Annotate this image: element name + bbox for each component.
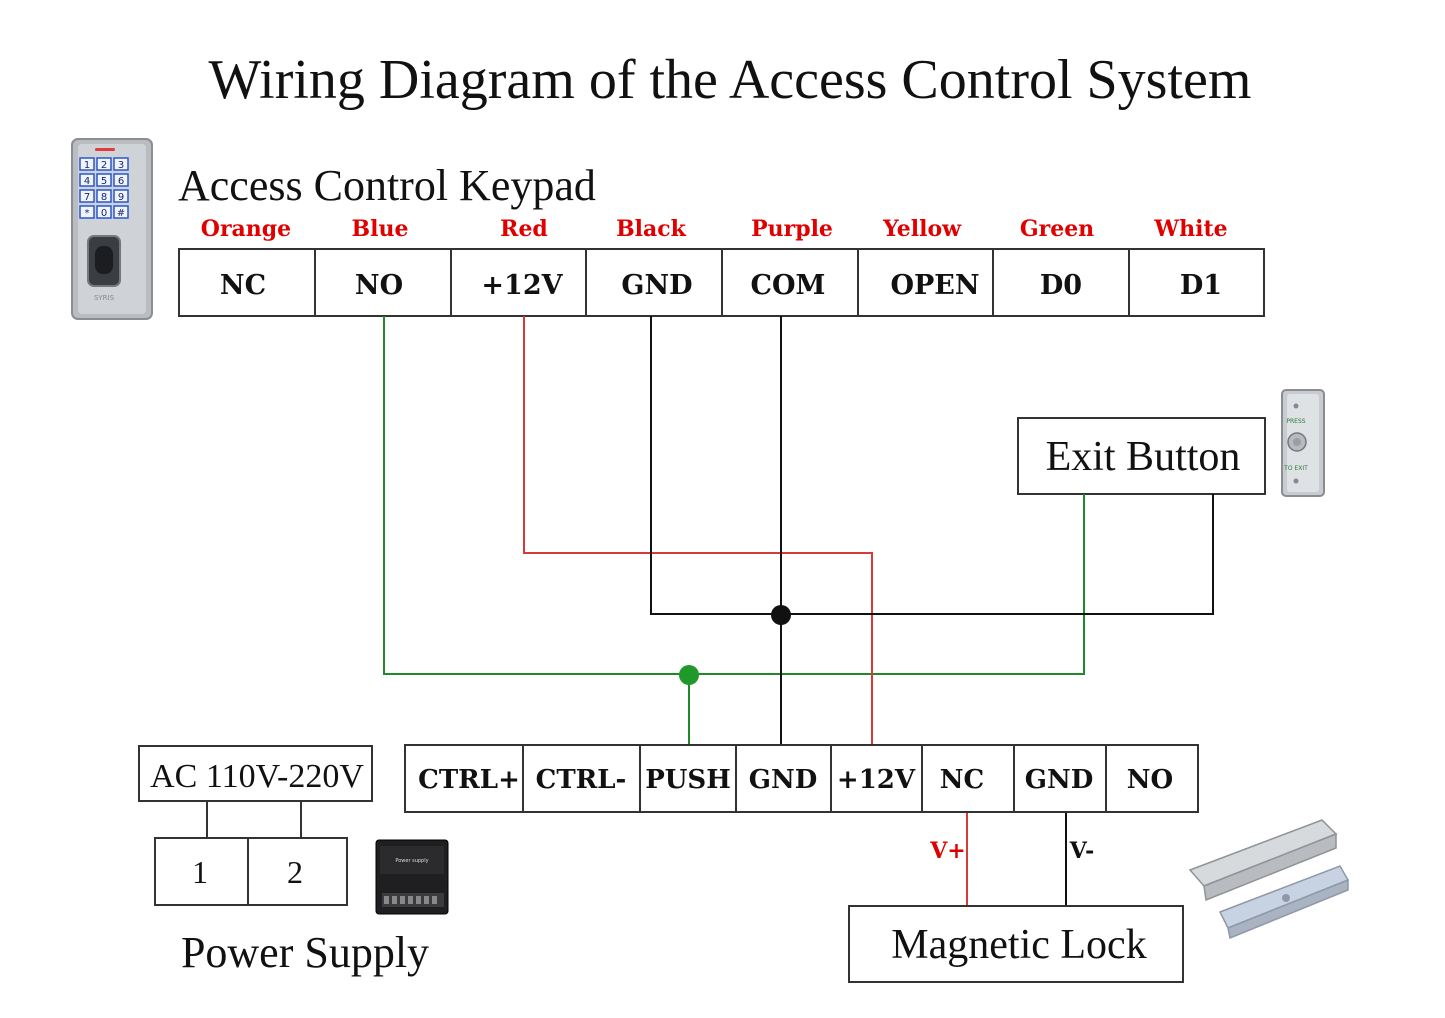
wire-color-purple: Purple xyxy=(751,216,833,242)
power-supply-device-image: Power supply xyxy=(375,839,449,915)
controller-terminal-ctrl-plus: CTRL+ xyxy=(418,765,520,795)
key-6: 6 xyxy=(118,176,124,187)
controller-terminal-gnd-2: GND xyxy=(1025,765,1094,795)
wire-red-12v xyxy=(523,316,873,745)
wires xyxy=(206,316,1214,906)
controller-terminal-gnd: GND xyxy=(749,765,818,795)
power-output-1: 1 xyxy=(192,854,208,890)
wire-color-black: Black xyxy=(616,216,687,242)
ac-input-box: AC 110V-220V xyxy=(138,745,373,802)
keypad-label: Access Control Keypad xyxy=(178,161,596,210)
magnetic-lock-device-image xyxy=(1188,819,1350,940)
exit-button-label: Exit Button xyxy=(1046,434,1241,480)
exit-device-press: PRESS xyxy=(1286,418,1305,425)
key-4: 4 xyxy=(84,176,90,187)
maglock-v-minus-label: V- xyxy=(1069,838,1095,864)
wire-color-yellow: Yellow xyxy=(882,216,962,242)
keypad-keys: 1 2 3 4 5 6 7 8 9 * 0 xyxy=(79,157,129,219)
exit-device-to-exit: TO EXIT xyxy=(1283,465,1308,472)
key-5: 5 xyxy=(101,176,107,187)
key-7: 7 xyxy=(84,192,90,203)
junction-dot-black xyxy=(771,605,791,625)
keypad-terminal-d1: D1 xyxy=(1180,270,1222,301)
wire-color-orange: Orange xyxy=(201,216,291,242)
wire-black-gnd xyxy=(650,316,1214,615)
keypad-terminal-nc: NC xyxy=(220,270,266,301)
keypad-terminal-open: OPEN xyxy=(890,270,979,301)
keypad-wire-colors: Orange Blue Red Black Purple Yellow Gree… xyxy=(201,216,1228,242)
keypad-terminal-gnd: GND xyxy=(621,270,692,301)
keypad-terminal-d0: D0 xyxy=(1040,270,1082,301)
ac-input-label: AC 110V-220V xyxy=(150,758,364,795)
power-output-block: 1 2 xyxy=(154,837,348,906)
controller-terminal-12v: +12V xyxy=(837,765,916,795)
keypad-terminal-no: NO xyxy=(355,270,403,301)
maglock-box: Magnetic Lock xyxy=(848,905,1184,983)
keypad-terminal-block: NC NO +12V GND COM OPEN D0 D1 xyxy=(178,248,1265,317)
wire-green-keypad-no xyxy=(383,316,1085,675)
key-1: 1 xyxy=(84,160,90,171)
controller-terminal-no: NO xyxy=(1127,765,1173,795)
wire-color-blue: Blue xyxy=(352,216,409,242)
exit-button-box: Exit Button xyxy=(1017,417,1266,495)
keypad-terminal-12v: +12V xyxy=(481,270,563,301)
key-star: * xyxy=(85,208,90,219)
wire-color-green: Green xyxy=(1020,216,1094,242)
power-output-2: 2 xyxy=(287,854,303,890)
keypad-device-image: 1 2 3 4 5 6 7 8 9 * 0 xyxy=(71,138,153,320)
power-supply-label: Power Supply xyxy=(181,928,429,977)
key-3: 3 xyxy=(118,160,124,171)
controller-terminal-ctrl-minus: CTRL- xyxy=(536,765,627,795)
maglock-v-plus-label: V+ xyxy=(929,838,966,864)
controller-terminal-push: PUSH xyxy=(645,765,731,795)
junction-dot-green xyxy=(679,665,699,685)
key-0: 0 xyxy=(101,208,107,219)
exit-button-device-image: PRESS TO EXIT xyxy=(1281,389,1325,497)
key-9: 9 xyxy=(118,192,124,203)
power-supply-device-text: Power supply xyxy=(395,858,428,864)
page-title: Wiring Diagram of the Access Control Sys… xyxy=(209,49,1252,111)
key-2: 2 xyxy=(101,160,107,171)
maglock-label: Magnetic Lock xyxy=(891,922,1146,968)
controller-terminal-nc: NC xyxy=(940,765,984,795)
controller-terminal-block: CTRL+ CTRL- PUSH GND +12V NC GND NO xyxy=(404,744,1199,813)
keypad-brand: SYRIS xyxy=(94,294,115,302)
key-8: 8 xyxy=(101,192,107,203)
wire-color-red: Red xyxy=(500,216,548,242)
keypad-terminal-com: COM xyxy=(751,270,826,301)
key-hash: # xyxy=(117,208,125,219)
wire-color-white: White xyxy=(1153,216,1227,242)
